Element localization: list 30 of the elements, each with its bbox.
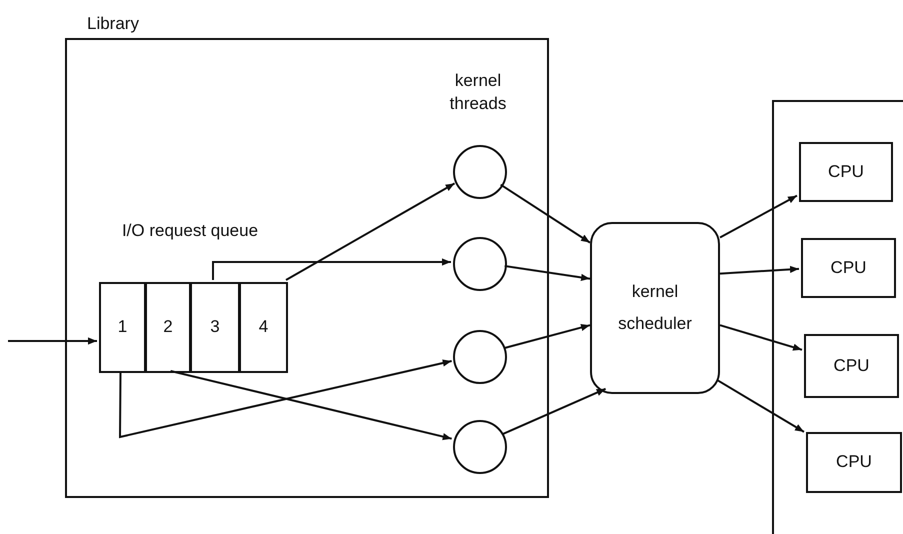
arrow [716,379,805,433]
scheduler-box: kernel scheduler [590,222,720,394]
arrow [8,337,97,345]
queue-slot: 3 [190,282,240,373]
cpu-box: CPU [799,142,893,202]
cpu-panel [772,100,903,534]
text-label: I/O request queue [120,220,260,242]
arrow [119,360,452,438]
arrow [720,194,798,238]
queue-slot: 4 [239,282,288,373]
thread-circle [453,420,507,474]
arrow [212,258,451,280]
queue-slot: 2 [145,282,191,373]
frame-title: Library [87,13,139,35]
arrow [504,324,590,350]
thread-circle [453,145,507,199]
cpu-box: CPU [804,334,899,398]
thread-circle [453,330,507,384]
arrow [720,324,802,351]
arrow [170,370,452,440]
queue-slot: 1 [99,282,146,373]
cpu-box: CPU [801,238,896,298]
arrow [720,266,800,275]
text-label: kernel threads [448,70,508,115]
arrow [502,388,606,436]
arrow [504,265,590,282]
cpu-box: CPU [806,432,902,493]
arrow [500,184,591,244]
thread-circle [453,237,507,291]
arrow [286,182,456,281]
